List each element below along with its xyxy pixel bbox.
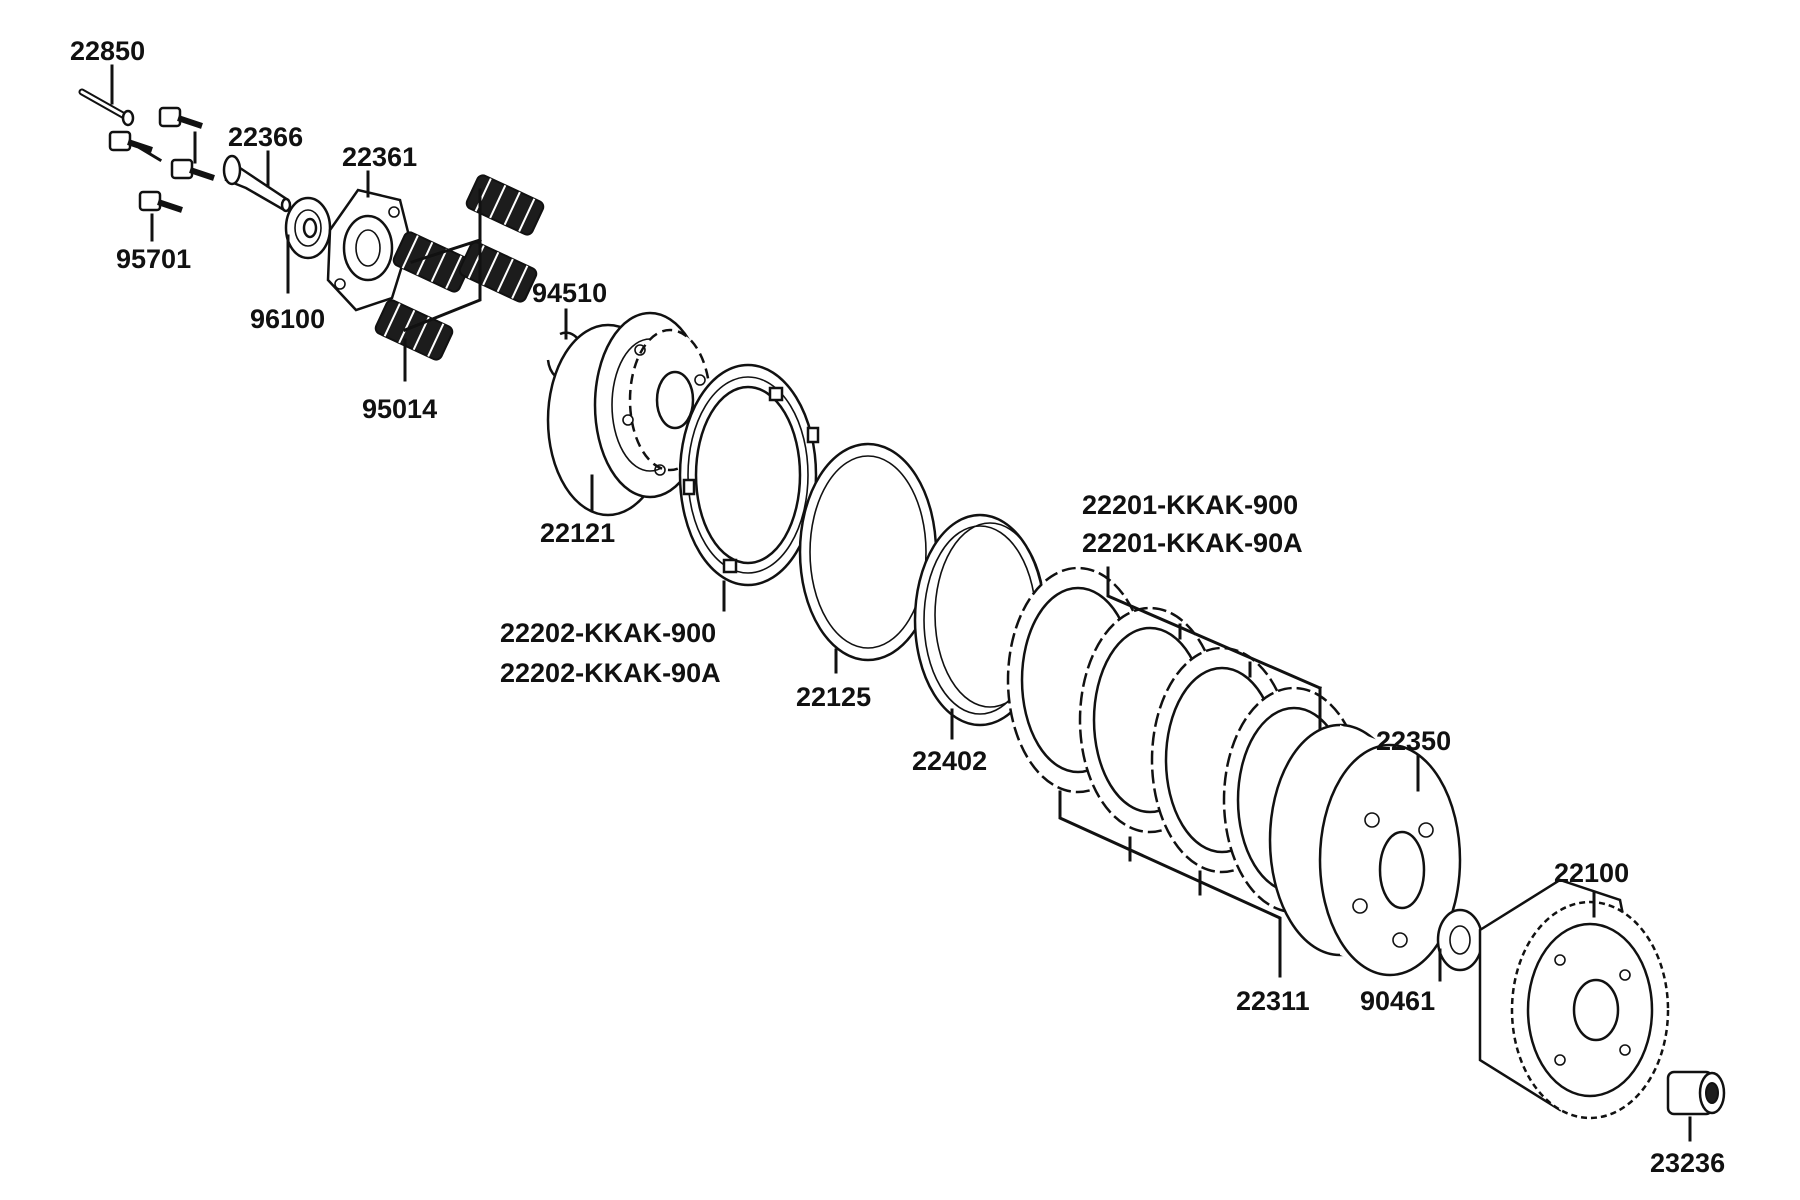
washer-90461 xyxy=(1436,908,1484,972)
label-94510: 94510 xyxy=(532,278,607,308)
bolts-95701 xyxy=(108,106,215,213)
pressure-plate-22350 xyxy=(1268,723,1462,977)
label-22121: 22121 xyxy=(540,518,615,548)
lifter-rod-22366 xyxy=(222,154,292,213)
label-22366: 22366 xyxy=(228,122,303,152)
label-22350: 22350 xyxy=(1376,726,1451,756)
label-22201b: 22201-KKAK-90A xyxy=(1082,528,1303,558)
springs-95014 xyxy=(374,174,545,361)
label-22125: 22125 xyxy=(796,682,871,712)
pin-22850 xyxy=(78,88,135,127)
plate-ring-22125 xyxy=(798,442,938,662)
label-22311: 22311 xyxy=(1236,986,1310,1016)
friction-disk-22202 xyxy=(678,363,820,587)
lifter-plate-22361 xyxy=(326,188,412,312)
needle-bearing-23236 xyxy=(1666,1070,1726,1116)
label-22850: 22850 xyxy=(70,36,145,66)
label-22361: 22361 xyxy=(342,142,417,172)
label-22402: 22402 xyxy=(912,746,987,776)
label-96100: 96100 xyxy=(250,304,325,334)
label-22202a: 22202-KKAK-900 xyxy=(500,618,716,648)
clutch-outer-22100 xyxy=(1478,878,1670,1120)
bracket-22311 xyxy=(1058,790,1282,942)
bracket-22201 xyxy=(1106,582,1322,690)
label-22201a: 22201-KKAK-900 xyxy=(1082,490,1298,520)
label-22202b: 22202-KKAK-90A xyxy=(500,658,721,688)
bearing-96100 xyxy=(284,196,332,260)
label-90461: 90461 xyxy=(1360,986,1435,1016)
label-95014: 95014 xyxy=(362,394,437,424)
label-22100: 22100 xyxy=(1554,858,1629,888)
label-23236: 23236 xyxy=(1650,1148,1725,1178)
label-95701: 95701 xyxy=(116,244,191,274)
